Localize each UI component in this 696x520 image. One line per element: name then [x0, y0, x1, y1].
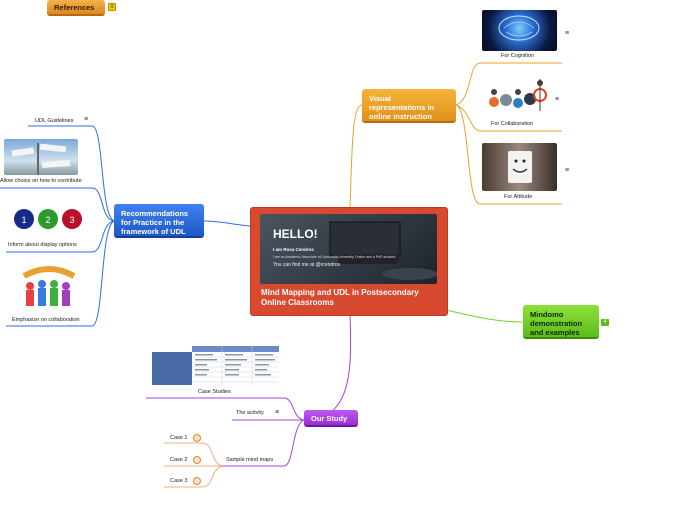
link-study	[303, 314, 352, 421]
recommendations-topic[interactable]: Recommendations for Practice in the fram…	[114, 204, 204, 238]
attitude-label: For Attitude	[504, 194, 533, 200]
signpost-image	[4, 139, 78, 175]
svg-text:2: 2	[45, 215, 50, 225]
svg-text:1: 1	[21, 215, 26, 225]
people-icon	[22, 266, 76, 306]
link-mindomo	[445, 309, 523, 323]
laptop-graphic	[329, 221, 437, 280]
cognition-note-icon[interactable]: ≡	[565, 30, 570, 37]
attitude-note-icon[interactable]: ≡	[565, 167, 570, 174]
slide-line1: I am Rosa Cendros	[273, 247, 314, 252]
emphasize-label: Emphasize on collaboration	[12, 317, 80, 323]
study-label: Our Study	[311, 414, 348, 423]
visual-label: Visual representations in online instruc…	[369, 94, 435, 121]
signpost-icon	[11, 143, 71, 175]
link-udl	[28, 125, 115, 222]
case3-link-icon[interactable]	[193, 477, 201, 485]
case1-link-icon[interactable]	[193, 434, 201, 442]
mindomo-label: Mindomo demonstration and examples	[530, 310, 583, 337]
link-collab	[6, 220, 115, 327]
case-studies-table-image	[152, 346, 279, 385]
link-visual	[349, 104, 363, 209]
link-case-studies	[146, 397, 305, 421]
activity-label: The activity	[236, 410, 264, 416]
mindomo-count-badge[interactable]: 4	[601, 319, 609, 326]
visual-topic[interactable]: Visual representations in online instruc…	[362, 89, 456, 123]
link-case1	[164, 442, 223, 467]
collaboration-label: For Collaboration	[491, 121, 534, 127]
central-slide-image: HELLO! I am Rosa Cendros I am an Academi…	[260, 214, 437, 284]
case3-label[interactable]: Case 3	[170, 478, 188, 484]
references-label: References	[54, 3, 95, 12]
link-case3	[164, 465, 223, 488]
smiley-image	[482, 143, 557, 191]
collaboration-people-image	[20, 264, 78, 314]
link-recommendations	[203, 220, 251, 227]
link-cognition	[455, 62, 562, 106]
sample-label: Sample mind maps	[226, 457, 274, 463]
display-label: Inform about display options	[8, 242, 77, 248]
collaboration-note-icon[interactable]: ≡	[555, 96, 560, 103]
table-icon	[152, 346, 279, 385]
recommendations-label: Recommendations for Practice in the fram…	[121, 209, 189, 236]
mindomo-topic[interactable]: Mindomo demonstration and examples	[523, 305, 599, 339]
link-sample	[222, 419, 305, 467]
udl-guidelines-label: UDL Guidelines	[35, 118, 74, 124]
link-choice	[0, 187, 115, 222]
references-topic[interactable]: References	[47, 0, 105, 16]
link-display	[6, 220, 115, 253]
smiley-icon	[508, 151, 532, 183]
options-icon: 1 2 3	[14, 209, 82, 229]
svg-text:3: 3	[69, 215, 74, 225]
case2-link-icon[interactable]	[193, 456, 201, 464]
brain-icon	[498, 15, 540, 41]
cognition-label: For Cognition	[501, 53, 535, 59]
central-title: Mind Mapping and UDL in Postsecondary On…	[261, 288, 419, 307]
brain-image	[482, 10, 557, 51]
activity-note-icon[interactable]: ≡	[275, 409, 280, 416]
references-note-icon[interactable]: ≡	[108, 3, 116, 11]
slide-line2: I am an Academic Associate at Concordia …	[273, 255, 398, 259]
udl-note-icon[interactable]: ≡	[84, 116, 89, 123]
study-topic[interactable]: Our Study	[304, 410, 358, 427]
central-topic[interactable]: HELLO! I am Rosa Cendros I am an Academi…	[250, 207, 448, 316]
options-image: 1 2 3	[12, 206, 84, 232]
link-attitude	[455, 104, 562, 205]
slide-line3: You can find me at @rcendros	[273, 262, 341, 268]
gears-icon	[489, 79, 547, 111]
gears-image	[482, 75, 557, 118]
choice-label: Allow choice on how to contribute	[0, 178, 82, 184]
case-studies-label: Case Studies	[198, 389, 231, 395]
case1-label[interactable]: Case 1	[170, 435, 188, 441]
case2-label[interactable]: Case 2	[170, 457, 188, 463]
link-collaboration	[455, 104, 562, 132]
slide-heading: HELLO!	[273, 227, 318, 241]
